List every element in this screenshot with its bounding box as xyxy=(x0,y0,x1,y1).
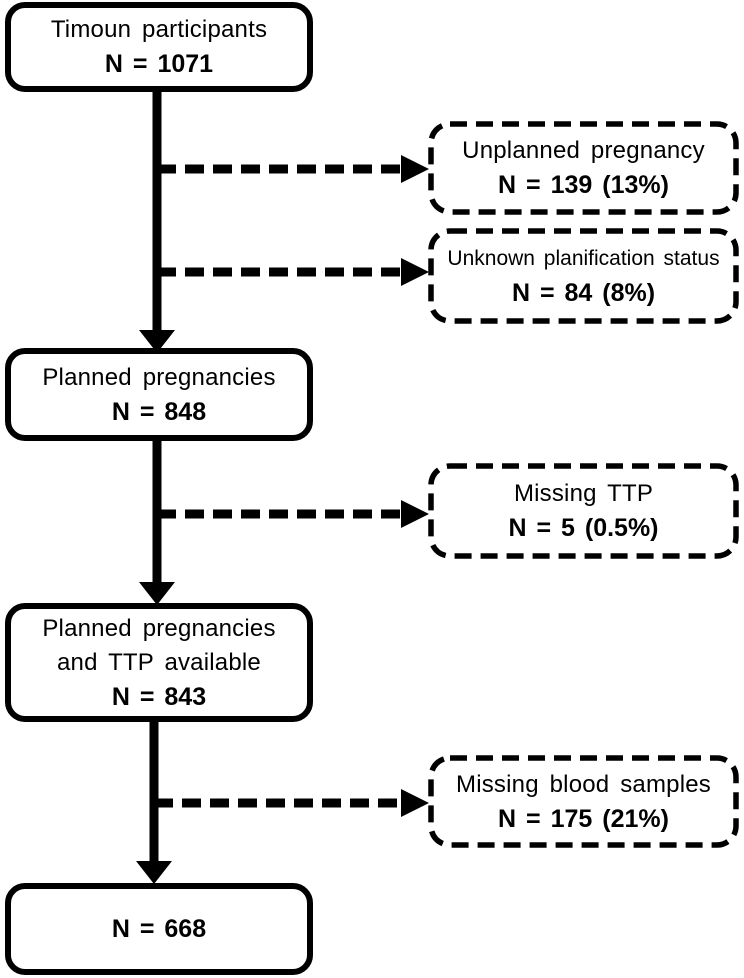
box-count: N = 5 (0.5%) xyxy=(508,514,659,542)
exclusion-box-missing-ttp: Missing TTP N = 5 (0.5%) xyxy=(431,466,736,556)
box-title: Missing blood samples xyxy=(456,770,711,798)
box-count: N = 843 xyxy=(111,682,207,711)
exclusion-box-missing-blood-samples: Missing blood samples N = 175 (21%) xyxy=(431,758,736,845)
box-count: N = 84 (8%) xyxy=(511,279,656,307)
flow-arrow-down-2 xyxy=(139,438,175,605)
flow-box-planned-ttp-available: Planned pregnancies and TTP available N … xyxy=(8,606,310,719)
exclusion-arrow-missing-blood xyxy=(154,789,429,817)
flow-arrow-down-3 xyxy=(136,719,172,884)
box-missing-ttp-outline xyxy=(428,463,739,559)
box-unknown-outline xyxy=(428,228,739,324)
exclusion-arrow-unplanned xyxy=(157,155,429,183)
exclusion-box-unplanned-pregnancy: Unplanned pregnancy N = 139 (13%) xyxy=(431,124,736,212)
box-planned-ttp-outline xyxy=(5,603,313,722)
box-title: Planned pregnancies xyxy=(42,363,276,391)
box-unplanned-outline xyxy=(428,121,739,215)
flow-arrow-down-1 xyxy=(139,89,175,353)
flow-box-planned-pregnancies: Planned pregnancies N = 848 xyxy=(8,351,310,438)
exclusion-arrow-unknown xyxy=(157,258,429,286)
flow-box-final-sample: N = 668 xyxy=(8,886,310,972)
box-missing-blood-outline xyxy=(428,755,739,848)
exclusion-arrow-missing-ttp xyxy=(157,500,429,528)
box-count: N = 139 (13%) xyxy=(498,171,669,199)
flow-box-timoun-participants: Timoun participants N = 1071 xyxy=(8,5,310,89)
box-count: N = 668 xyxy=(111,915,207,943)
box-count: N = 848 xyxy=(111,397,207,426)
box-title: Unplanned pregnancy xyxy=(462,137,705,164)
box-title: Missing TTP xyxy=(513,480,654,507)
box-title-line2: and TTP available xyxy=(57,648,261,676)
box-title: Timoun participants xyxy=(50,16,268,43)
box-count: N = 1071 xyxy=(104,50,214,78)
box-final-outline xyxy=(5,883,313,975)
box-title: Planned pregnancies xyxy=(42,614,276,642)
box-title: Unknown planification status xyxy=(447,247,720,270)
box-count: N = 175 (21%) xyxy=(498,804,669,833)
exclusion-box-unknown-planification: Unknown planification status N = 84 (8%) xyxy=(431,231,736,321)
